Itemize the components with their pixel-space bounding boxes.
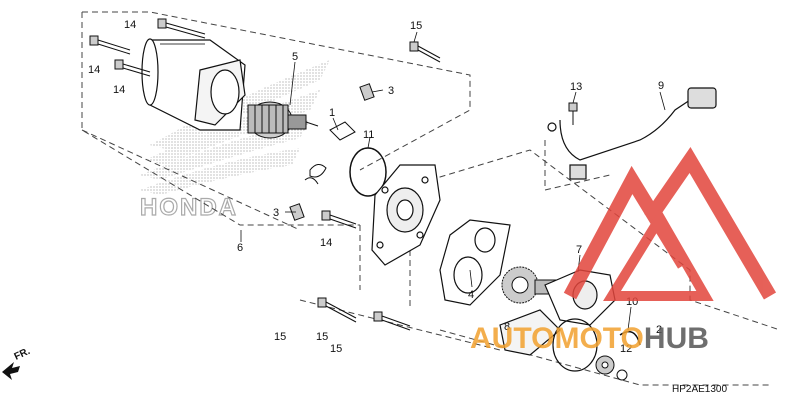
front-label: FR.: [13, 346, 32, 363]
callout-14: 14: [320, 237, 332, 249]
small-gear: [595, 355, 628, 381]
starter-cover: [371, 164, 441, 266]
watermark-hub: HUB: [644, 322, 709, 355]
callout-7: 7: [576, 244, 582, 256]
watermark-moto: MOTO: [554, 322, 643, 355]
callout-9: 9: [658, 80, 664, 92]
callout-11: 11: [363, 129, 374, 141]
watermark-auto: AUTO: [470, 322, 554, 355]
callout-13: 13: [570, 81, 582, 93]
callout-15: 15: [410, 20, 422, 32]
starter-motor-housing: [141, 38, 246, 131]
bolt-15a: [409, 41, 441, 63]
watermark-triangle-logo: [563, 146, 777, 301]
callout-15: 15: [330, 343, 342, 355]
armature: [247, 101, 319, 139]
callout-3: 3: [273, 207, 279, 219]
reduction-gear-cover: [499, 269, 616, 372]
callout-14: 14: [113, 84, 125, 96]
bolt-15c: [373, 311, 411, 331]
callout-1: 1: [329, 107, 335, 119]
circlip: [619, 330, 641, 346]
gasket: [439, 219, 511, 306]
callout-6: 6: [237, 242, 243, 254]
callout-14: 14: [88, 64, 100, 76]
automotohub-watermark: AUTOMOTOHUB: [470, 146, 777, 355]
callout-12: 12: [620, 343, 632, 355]
callout-15: 15: [274, 331, 286, 343]
front-direction-indicator: FR.: [2, 346, 32, 380]
bolt-13: [568, 102, 578, 125]
starter-cable: [547, 87, 717, 180]
bolt-14a: [157, 18, 206, 39]
callout-2: 2: [656, 324, 662, 336]
bolt-14c: [114, 59, 151, 77]
brush-assembly: [289, 83, 375, 221]
svg-text:AUTOMOTOHUB: AUTOMOTOHUB: [470, 322, 709, 355]
callout-4: 4: [468, 289, 474, 301]
front-arrow-icon: [2, 362, 20, 380]
diagram-code: HP2AE1300: [672, 384, 727, 395]
callout-3: 3: [388, 85, 394, 97]
bolt-14d: [321, 210, 357, 229]
callout-8: 8: [504, 321, 510, 333]
callout-15: 15: [316, 331, 328, 343]
callout-14: 14: [124, 19, 136, 31]
bolt-14b: [89, 35, 131, 55]
bolt-15b: [317, 297, 357, 323]
callout-5: 5: [292, 51, 298, 63]
honda-brand-text: HONDA: [140, 194, 238, 221]
bolts: [89, 18, 578, 331]
